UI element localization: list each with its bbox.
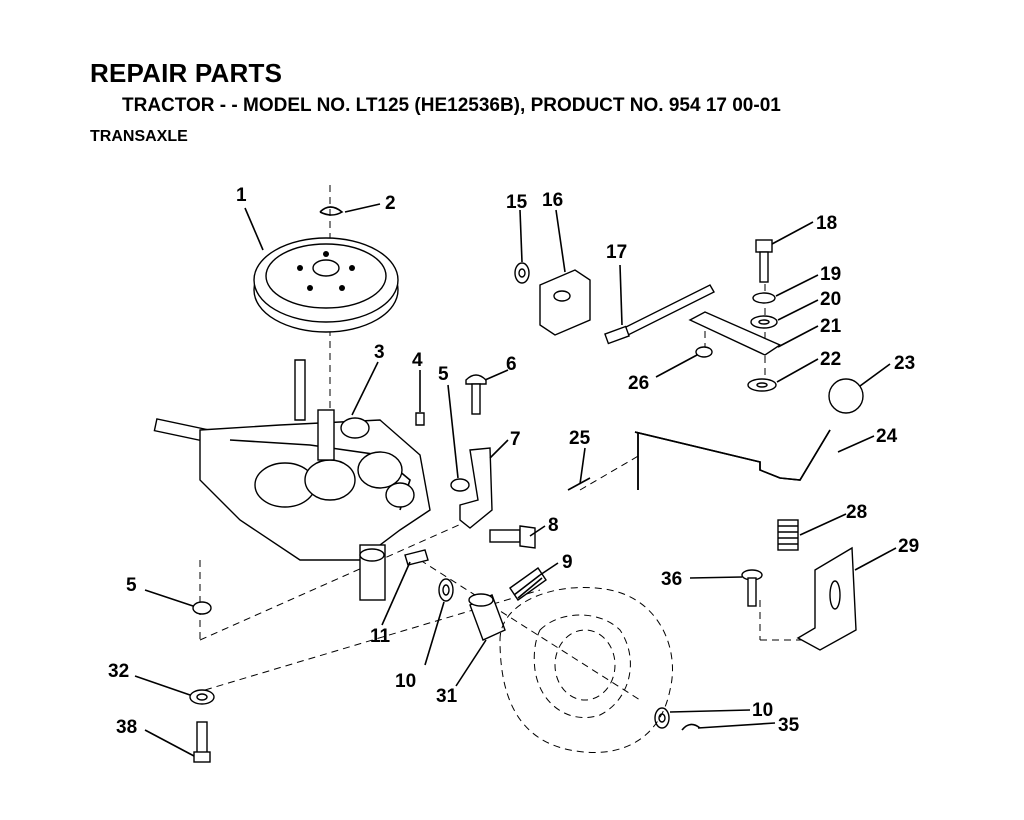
callout-21: 21 — [820, 316, 842, 337]
callout-24: 24 — [876, 426, 898, 447]
lever-24 — [634, 429, 831, 490]
wheel — [499, 586, 673, 753]
washer-10-outer — [654, 707, 670, 729]
spring-9 — [509, 567, 547, 601]
callout-4: 4 — [412, 350, 423, 371]
model-subtitle: TRACTOR - - MODEL NO. LT125 (HE12536B), … — [122, 95, 781, 116]
pulley — [253, 237, 399, 333]
rod-17 — [604, 284, 715, 345]
washer-15 — [514, 262, 530, 284]
callout-3: 3 — [374, 342, 385, 363]
bracket-29 — [796, 546, 857, 651]
callout-36: 36 — [661, 569, 682, 590]
bolt-38 — [193, 721, 211, 763]
callout-5-lower: 5 — [126, 575, 137, 596]
callout-32: 32 — [108, 661, 129, 682]
callouts: 1 2 3 4 5 6 7 8 9 10 11 15 16 17 18 19 2… — [108, 185, 919, 738]
callout-7: 7 — [510, 429, 521, 450]
washer-10 — [438, 578, 454, 602]
bolt-18 — [755, 239, 773, 283]
transaxle-housing — [153, 359, 431, 601]
callout-2: 2 — [385, 193, 396, 214]
callout-6: 6 — [506, 354, 517, 375]
knob-23 — [828, 378, 864, 414]
nut-5-lower — [192, 601, 212, 615]
callout-22: 22 — [820, 349, 841, 370]
pin-25 — [567, 477, 591, 491]
page-title: REPAIR PARTS — [90, 58, 283, 88]
nut-26 — [695, 346, 713, 358]
clip-2 — [319, 206, 344, 216]
leader-lines — [134, 203, 897, 757]
lockwasher-19 — [752, 292, 776, 304]
callout-17: 17 — [606, 242, 627, 263]
key-11 — [404, 549, 429, 566]
callout-10-outer: 10 — [752, 700, 773, 721]
callout-9: 9 — [562, 552, 573, 573]
callout-10-inner: 10 — [395, 671, 416, 692]
bolt-8 — [489, 525, 536, 549]
callout-5-upper: 5 — [438, 364, 449, 385]
section-title: TRANSAXLE — [90, 128, 188, 145]
callout-29: 29 — [898, 536, 919, 557]
callout-1: 1 — [236, 185, 247, 206]
callout-11: 11 — [370, 626, 391, 647]
callout-20: 20 — [820, 289, 841, 310]
washer-22 — [747, 378, 777, 392]
bushing-31 — [468, 593, 506, 641]
callout-16: 16 — [542, 190, 563, 211]
callout-38: 38 — [116, 717, 137, 738]
washer-32 — [189, 689, 215, 705]
nut-5-upper — [450, 478, 470, 492]
callout-18: 18 — [816, 213, 837, 234]
washer-20 — [750, 315, 778, 329]
plate-21 — [688, 311, 782, 356]
callout-15: 15 — [506, 192, 528, 213]
callout-19: 19 — [820, 264, 841, 285]
callout-35: 35 — [778, 715, 800, 736]
key-4 — [415, 412, 425, 426]
bolt-36 — [741, 569, 763, 607]
callout-31: 31 — [436, 686, 458, 707]
callout-25: 25 — [569, 428, 591, 449]
callout-8: 8 — [548, 515, 559, 536]
clip-35 — [681, 723, 701, 731]
bolt-6 — [465, 374, 487, 415]
spring-28 — [777, 519, 799, 551]
callout-26: 26 — [628, 373, 649, 394]
callout-23: 23 — [894, 353, 915, 374]
callout-28: 28 — [846, 502, 867, 523]
bracket-16 — [539, 269, 591, 336]
